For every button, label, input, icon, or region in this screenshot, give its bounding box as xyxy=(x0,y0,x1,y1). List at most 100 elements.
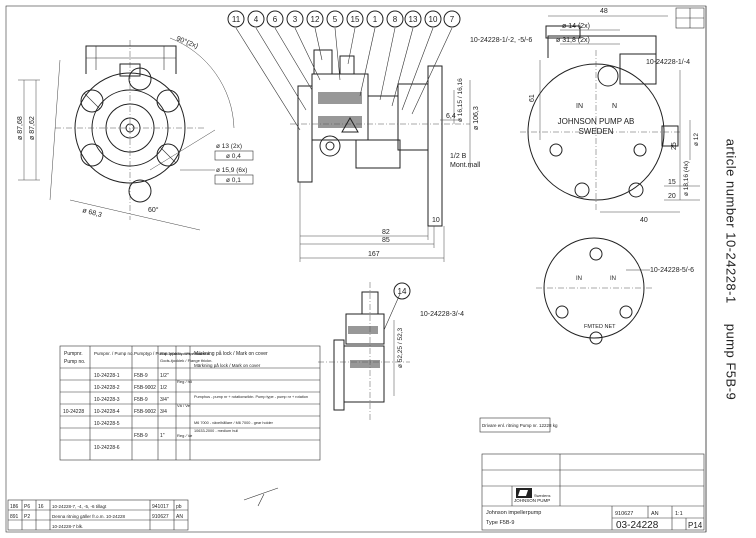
svg-text:10-24228-5: 10-24228-5 xyxy=(94,421,120,427)
balloon-3: 3 xyxy=(286,10,304,28)
ref-top: 10-24228-1/-2, -5/-6 xyxy=(470,37,532,44)
svg-text:7: 7 xyxy=(450,15,455,24)
rear-n-label: N xyxy=(612,103,617,110)
dim-diam-8768: ø 87,68 xyxy=(17,116,24,140)
cover-in-2: IN xyxy=(610,276,616,282)
svg-text:10-24228-4: 10-24228-4 xyxy=(94,409,120,415)
svg-text:3/4: 3/4 xyxy=(160,409,167,415)
vt-group-no: 10-24228 xyxy=(63,409,84,415)
rear-in-label: IN xyxy=(576,103,583,110)
vt-header-1: Pumptyp / Pump type xyxy=(134,351,178,356)
sketch-mark xyxy=(243,487,279,507)
svg-text:14: 14 xyxy=(398,287,407,296)
side-label-strip: article number 10-24228-1 pump F5B-9 xyxy=(706,0,756,538)
dim-167: 167 xyxy=(368,251,380,258)
vt-header-2: Rört-anslutn. / Pipe connect. xyxy=(160,351,210,356)
dim-mount: Mont.mall xyxy=(450,162,481,169)
top-right-grid xyxy=(675,7,705,29)
dim-64: 6,4 xyxy=(446,113,456,120)
svg-text:10-24228-2: 10-24228-2 xyxy=(94,385,120,391)
ref-bottom: 10-24228-3/-4 xyxy=(420,311,464,318)
balloon-1: 1 xyxy=(366,10,384,28)
dim-angle-60: 60° xyxy=(148,206,159,214)
balloon-8: 8 xyxy=(386,10,404,28)
cover-view xyxy=(536,237,654,345)
svg-text:8: 8 xyxy=(393,15,398,24)
svg-text:F5B-9002: F5B-9002 xyxy=(134,385,156,391)
svg-text:Drivare enl. ritning Pump nr.: Drivare enl. ritning Pump nr. 12228 kg xyxy=(482,423,558,428)
variant-section xyxy=(318,282,410,420)
cover-plate: FMTED NET xyxy=(584,324,616,330)
svg-text:16: 16 xyxy=(38,504,44,510)
svg-text:3: 3 xyxy=(293,15,298,24)
svg-text:13: 13 xyxy=(409,15,418,24)
vt-row-2: 10-24228-2 F5B-9002 1/2 Reg / hö xyxy=(94,379,193,391)
svg-text:1": 1" xyxy=(160,433,165,439)
balloon-10: 10 xyxy=(424,10,442,28)
spec-note-box: Drivare enl. ritning Pump nr. 12228 kg xyxy=(479,417,558,433)
dim-12: ø 12 xyxy=(693,133,700,146)
svg-text:Vä / Ve: Vä / Ve xyxy=(177,403,191,408)
vt-header-3: Gods-tjocklek / Flange thickn. xyxy=(160,358,212,363)
svg-text:11: 11 xyxy=(232,15,241,24)
dim-10: 10 xyxy=(432,217,440,224)
vt-row-5: 10-24228-5 F5B-9 1" xyxy=(94,421,165,439)
rev-row-1: 186 P6 16 10-24228-7, -4, -5, -6 tillagt… xyxy=(10,504,182,510)
dim-5225: ø 52,25 / 52,3 xyxy=(397,328,404,368)
balloon-4: 4 xyxy=(247,10,265,28)
balloon-13: 13 xyxy=(404,10,422,28)
vt-note-4: 10633-2000 - medium hull xyxy=(194,429,238,433)
revision-table xyxy=(7,499,189,531)
dim-14: ø 14 (2x) xyxy=(562,23,590,30)
svg-text:AN: AN xyxy=(176,514,183,520)
dim-hole-13: ø 13 (2x) xyxy=(216,143,242,150)
svg-text:P6: P6 xyxy=(24,504,30,510)
sheet-number: P14 xyxy=(688,521,703,530)
drawing-title-2: Type F5B-9 xyxy=(486,520,514,526)
svg-text:1: 1 xyxy=(373,15,378,24)
svg-text:10-24228-6: 10-24228-6 xyxy=(94,445,120,451)
svg-text:910627: 910627 xyxy=(152,514,169,520)
drawing-number: 03-24228 xyxy=(616,520,659,531)
dim-1816: ø 18,16 (4x) xyxy=(683,161,690,196)
svg-text:Reg / Ve: Reg / Ve xyxy=(177,433,193,438)
svg-text:10-24228-7 blk.: 10-24228-7 blk. xyxy=(52,524,83,529)
svg-text:F5B-9: F5B-9 xyxy=(134,433,148,439)
svg-text:F5B-9: F5B-9 xyxy=(134,397,148,403)
dim-85: 85 xyxy=(382,237,390,244)
vt-header-0: Pumpnr. / Pump no. xyxy=(94,351,134,356)
pump-type-label: pump F5B-9 xyxy=(723,323,739,400)
tolerance-box-01: ø 0,1 xyxy=(214,174,254,185)
dim-diam-159: ø 15,9 (6x) xyxy=(216,167,247,174)
svg-text:15: 15 xyxy=(351,15,360,24)
balloon-14: 14 xyxy=(393,282,411,300)
front-flange-view xyxy=(18,37,235,231)
drawing-scale: 1:1 xyxy=(675,511,683,517)
vt-row-3: 10-24228-3 F5B-9 3/4" xyxy=(94,397,169,403)
svg-text:6: 6 xyxy=(273,15,278,24)
drawing-title-1: Johnson impellerpump xyxy=(486,510,541,516)
dim-diam-683: ø 68,3 xyxy=(81,207,102,219)
svg-text:10: 10 xyxy=(429,15,438,24)
article-number: article number 10-24228-1 xyxy=(723,138,739,304)
svg-text:Denna ritning gäller fr.o.m. 1: Denna ritning gäller fr.o.m. 10-24228 xyxy=(52,514,126,519)
vt-row-4: 10-24228-4 F5B-9002 3/4 Vä / Ve xyxy=(94,403,191,415)
svg-text:10-24228-3: 10-24228-3 xyxy=(94,397,120,403)
balloon-15: 15 xyxy=(346,10,364,28)
svg-text:12: 12 xyxy=(311,15,320,24)
section-view xyxy=(235,27,471,262)
rev-row-3: 10-24228-7 blk. xyxy=(52,524,83,529)
svg-text:ø 0,4: ø 0,4 xyxy=(226,153,241,160)
svg-text:F5B-9002: F5B-9002 xyxy=(134,409,156,415)
dim-1616: ø 16,15 / 16,16 xyxy=(457,78,464,122)
svg-text:1/2: 1/2 xyxy=(160,385,167,391)
tolerance-box-04: ø 0,4 xyxy=(214,150,254,161)
cover-in-1: IN xyxy=(576,276,582,282)
svg-text:Reg / hö: Reg / hö xyxy=(177,379,193,384)
dim-82: 82 xyxy=(382,229,390,236)
svg-text:10-24228-7, -4, -5, -6 tillagt: 10-24228-7, -4, -5, -6 tillagt xyxy=(52,504,107,509)
dim-15: 15 xyxy=(668,179,676,186)
vt-header-5: Märkning på lock / Mark on cover xyxy=(194,350,268,357)
vt-header-4: Stycknr. / Pos. xyxy=(177,351,203,356)
